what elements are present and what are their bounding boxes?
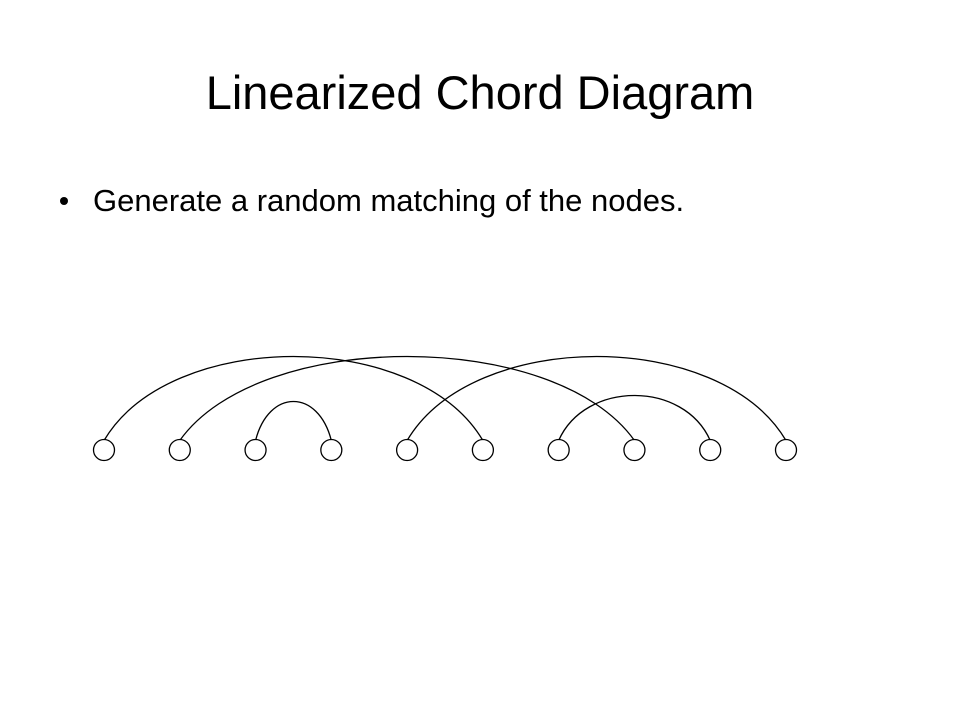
chord-arc-7-9 <box>558 394 711 441</box>
chord-arc-5-10 <box>406 356 787 441</box>
node-1 <box>92 438 116 462</box>
bullet-dot-icon <box>60 197 68 205</box>
slide-title: Linearized Chord Diagram <box>205 66 755 119</box>
node-6 <box>471 438 495 462</box>
chord-arc-2-8 <box>179 355 635 441</box>
node-9 <box>699 438 722 462</box>
node-2 <box>168 438 191 462</box>
bullet-list: Generate a random matching of the nodes. <box>58 178 684 224</box>
node-4 <box>320 438 343 462</box>
node-10 <box>774 438 798 462</box>
node-7 <box>547 438 570 462</box>
arcs <box>103 355 787 441</box>
chord-arc-3-4 <box>254 401 332 441</box>
node-5 <box>395 438 419 462</box>
nodes <box>92 438 798 462</box>
bullet-item: Generate a random matching of the nodes. <box>58 178 684 224</box>
chord-arc-1-6 <box>103 356 484 441</box>
bullet-text: Generate a random matching of the nodes. <box>93 183 685 218</box>
node-8 <box>623 438 646 462</box>
node-3 <box>244 438 267 462</box>
